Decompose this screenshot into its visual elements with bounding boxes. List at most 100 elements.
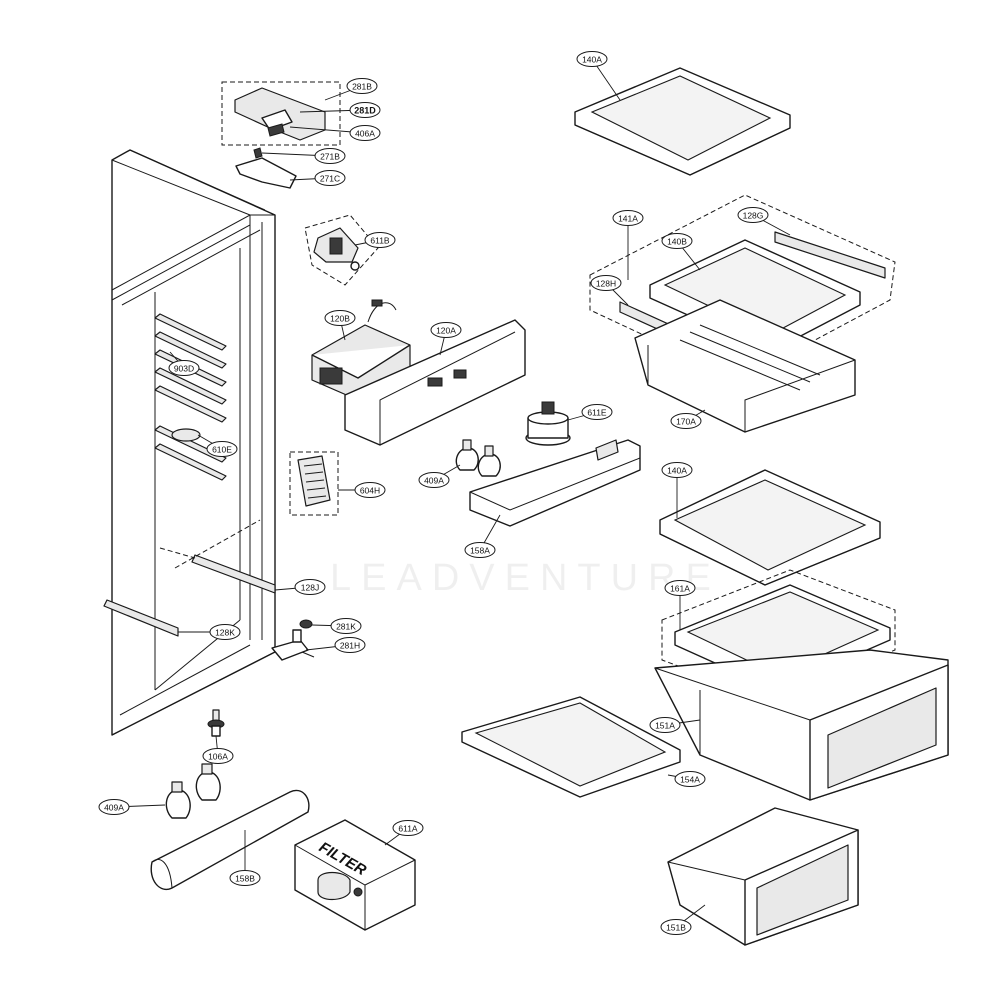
rail-128k [103,599,179,637]
callout-271c: 271C [314,170,346,186]
shelf-assembly-141a [589,194,896,381]
callout-bubble [664,580,696,596]
callout-bubble [590,275,622,291]
callout-text: 128G [743,211,764,221]
callout-text: 409A [424,476,444,486]
callout-120b: 120B [324,310,356,326]
socket-611e [525,401,571,446]
callout-bubble [674,771,706,787]
callout-bubble [576,51,608,67]
callout-text: 611A [398,824,418,834]
control-box-assembly [221,81,341,146]
callout-bubble [202,748,234,764]
callout-bubble [229,870,261,886]
callout-text: 161A [670,584,690,594]
callout-140a: 140A [576,51,608,67]
leveler-106a [207,709,225,737]
fridge-cabinet [103,149,315,736]
callout-120a: 120A [430,322,462,338]
callout-text: 158A [470,546,490,556]
callout-158b: 158B [229,870,261,886]
bulbs-409a-mid [455,439,501,477]
callout-bubble [464,542,496,558]
callout-128j: 128J [294,579,326,595]
callout-bubble [168,360,200,376]
callout-bubble [314,148,346,164]
callout-bubble [364,232,396,248]
callout-611b: 611B [364,232,396,248]
callout-141a: 141A [612,210,644,226]
callout-bubble [612,210,644,226]
callout-text: 281B [352,82,372,92]
callout-text: 128J [301,583,319,593]
callout-text: 170A [676,417,696,427]
callout-bubble [349,102,381,118]
callout-bubble [346,78,378,94]
callout-text: 154A [680,775,700,785]
callout-bubble [334,637,366,653]
hinge-assembly [271,619,315,661]
callout-text: 406A [355,129,375,139]
water-filter-611a: FILTER [294,819,416,931]
rail-128j [191,554,276,594]
callout-bubble [737,207,769,223]
callout-406a: 406A [349,125,381,141]
bracket-120a [344,319,526,446]
callout-text: 271B [320,152,340,162]
callout-bubble [418,472,450,488]
callout-bubble [670,413,702,429]
bracket-271 [235,147,297,189]
shelf-ribs [154,313,227,481]
callout-text: 128H [596,279,616,289]
callout-903d: 903D [168,360,200,376]
callout-bubble [430,322,462,338]
callout-154a: 154A [674,771,706,787]
sensor-604h [289,451,339,516]
callout-bubble [349,125,381,141]
callout-text: 281K [336,622,356,632]
callout-281k: 281K [330,618,362,634]
callout-text: 120A [436,326,456,336]
callout-610e: 610E [206,441,238,457]
callout-409a: 409A [98,799,130,815]
callout-text: 271C [320,174,340,184]
callout-158a: 158A [464,542,496,558]
callout-bubble [209,624,241,640]
callout-text: 409A [104,803,124,813]
watermark: LEADVENTURE [330,557,721,599]
callout-151a: 151A [649,717,681,733]
callout-106a: 106A [202,748,234,764]
callout-text: 140A [667,466,687,476]
drawer-151b [667,807,859,946]
callout-text: 611B [370,236,390,246]
callout-170a: 170A [670,413,702,429]
lamp-cover-158b [150,789,310,891]
callout-128h: 128H [590,275,622,291]
valve-611b [304,214,379,286]
callout-text: 158B [235,874,255,884]
shelf-140a-mid [659,469,881,586]
callout-text: 140B [667,237,687,247]
callout-text: 128K [215,628,235,638]
callout-611e: 611E [581,404,613,420]
callout-161a: 161A [664,580,696,596]
callout-text: 151A [655,721,675,731]
callout-text: 141A [618,214,638,224]
callout-140b: 140B [661,233,693,249]
callout-281h: 281H [334,637,366,653]
callout-128k: 128K [209,624,241,640]
callout-bubble [354,482,386,498]
callout-bubble [660,919,692,935]
bulbs-409a-low [165,763,221,819]
shelf-140a-top [574,67,791,176]
callout-128g: 128G [737,207,769,223]
callout-604h: 604H [354,482,386,498]
lamp-cover-158a [469,439,641,527]
callout-text: 611E [587,408,607,418]
callout-text: 610E [212,445,232,455]
callout-text: 281D [354,106,376,116]
callout-bubble [98,799,130,815]
callout-bubble [581,404,613,420]
